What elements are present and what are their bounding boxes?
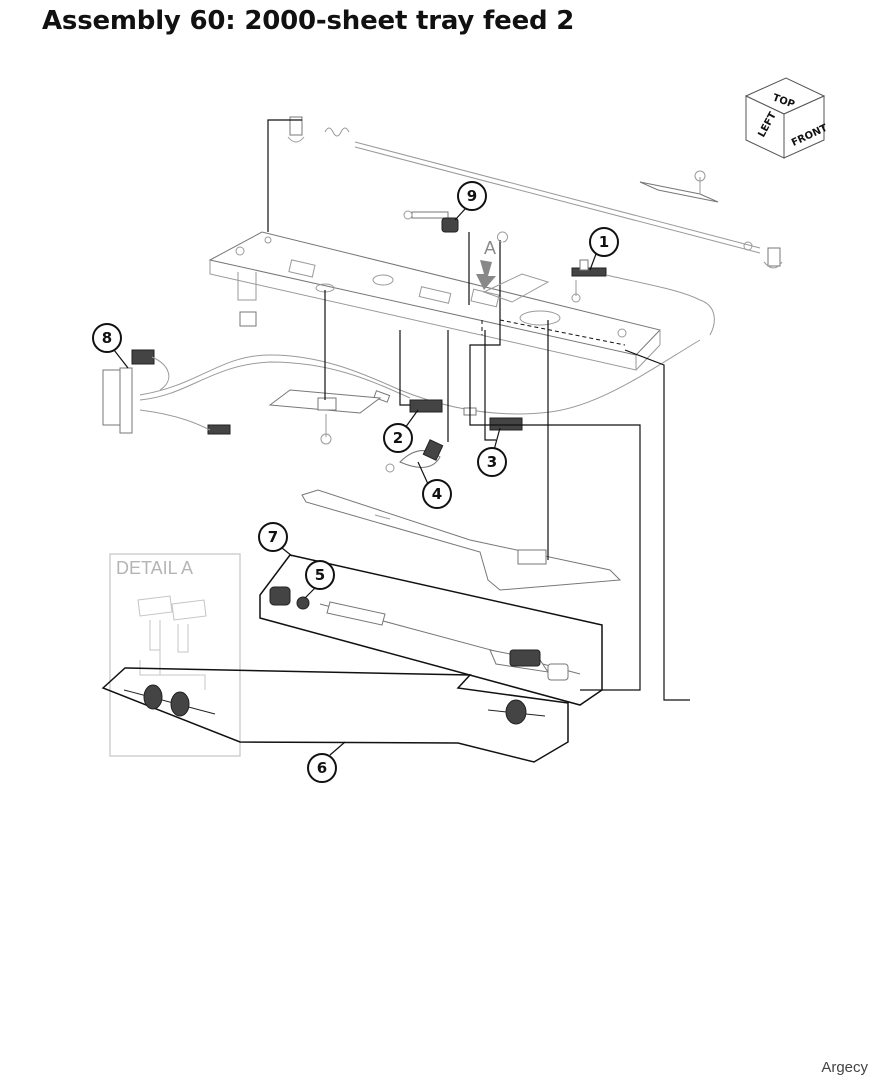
- gear-9: [441, 217, 459, 233]
- callout-9: 9: [454, 181, 487, 221]
- page-title: Assembly 60: 2000-sheet tray feed 2: [42, 6, 575, 36]
- callout-1: 1: [589, 227, 619, 271]
- svg-text:8: 8: [102, 329, 112, 347]
- callout-6: 6: [307, 741, 346, 783]
- detail-a-label: DETAIL A: [116, 558, 193, 578]
- svg-text:3: 3: [487, 453, 497, 471]
- detail-a-panel: DETAIL A: [109, 553, 241, 757]
- svg-text:7: 7: [268, 528, 278, 546]
- view-arrow-label: A: [484, 238, 496, 258]
- callout-3: 3: [477, 427, 507, 477]
- watermark-text: Argecy: [821, 1059, 868, 1076]
- svg-text:4: 4: [432, 485, 442, 503]
- sensor-2: [409, 399, 443, 413]
- sensor-board: [268, 389, 382, 445]
- callout-7: 7: [258, 522, 293, 557]
- paper-guide: [301, 489, 622, 591]
- svg-text:5: 5: [315, 566, 325, 584]
- callout-2: 2: [383, 409, 419, 453]
- callout-8: 8: [92, 323, 129, 369]
- sensor-1: [571, 259, 715, 336]
- svg-text:2: 2: [393, 429, 403, 447]
- svg-text:9: 9: [467, 187, 477, 205]
- leader-lines: [267, 119, 690, 701]
- sensor-3: [489, 417, 523, 431]
- svg-text:6: 6: [317, 759, 327, 777]
- pick-assembly-7: [259, 554, 603, 706]
- actuator-4: [385, 439, 444, 473]
- callout-4: 4: [417, 461, 452, 509]
- svg-text:1: 1: [599, 233, 609, 251]
- roller-kit-6: [101, 667, 569, 763]
- view-arrow-a: A: [476, 238, 550, 303]
- orientation-cube: TOP LEFT FRONT: [744, 77, 829, 159]
- cable-harness-8: [102, 339, 701, 435]
- top-shaft: [287, 116, 783, 269]
- callout-5: 5: [304, 560, 335, 599]
